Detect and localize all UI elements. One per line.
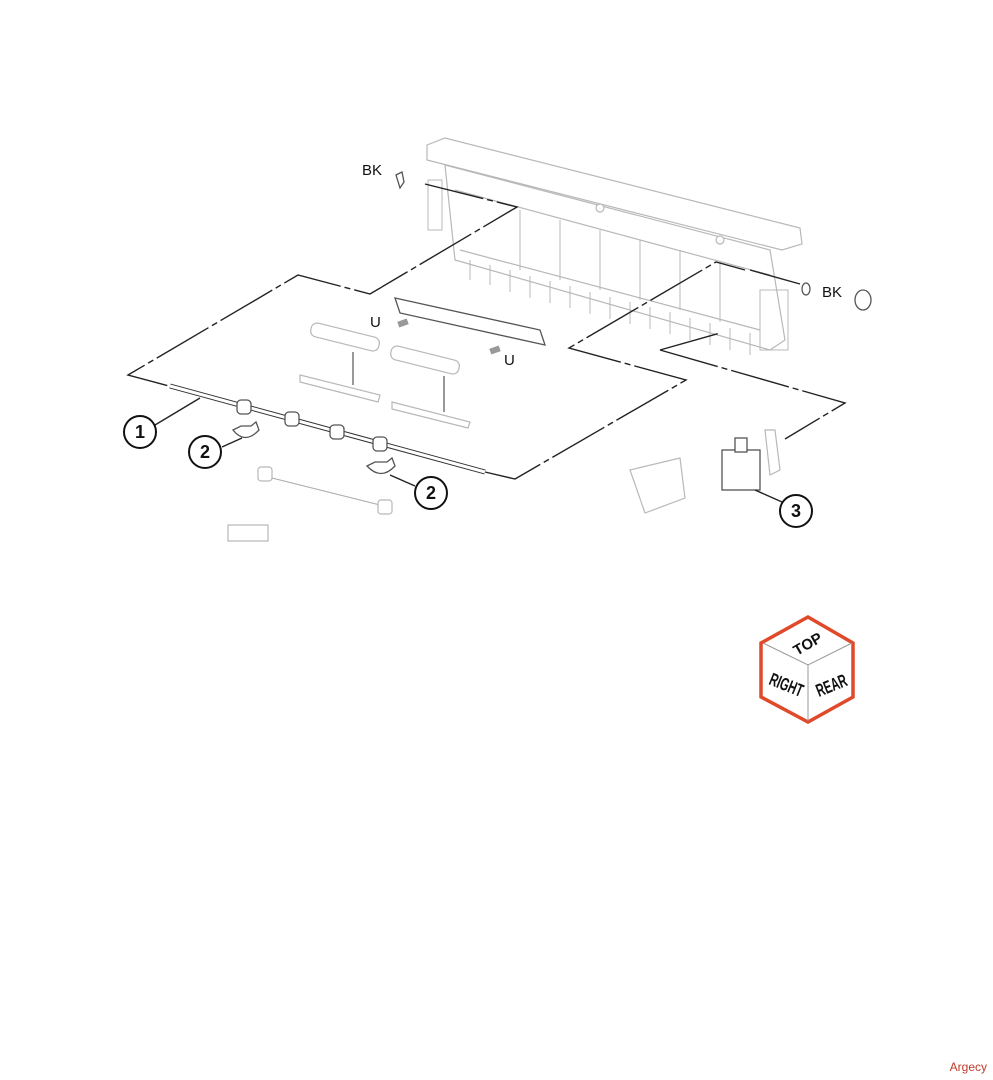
- leader-line: [659, 332, 847, 440]
- callout-1: 1: [123, 415, 157, 449]
- shaft-assembly: [169, 383, 486, 475]
- leader-line: [126, 183, 519, 387]
- gear: [854, 289, 872, 311]
- label-u-right: U: [504, 352, 515, 369]
- bushing-right: [365, 456, 396, 475]
- bk-clip-left: [395, 171, 405, 190]
- callout-leader: [154, 397, 201, 426]
- faint-roller-assemblies: [227, 322, 471, 542]
- label-u-left: U: [370, 314, 381, 331]
- callout-2: 2: [414, 476, 448, 510]
- spring-right: [489, 345, 501, 355]
- leader-line: [749, 269, 801, 285]
- callout-leader: [754, 489, 783, 503]
- callout-number: 3: [791, 501, 801, 521]
- callout-number: 2: [200, 442, 210, 462]
- bk-clip-right: [801, 282, 811, 296]
- callout-number: 2: [426, 483, 436, 503]
- orientation-cube: TOP RIGHT REAR: [759, 614, 855, 724]
- watermark: Argecy: [949, 1060, 987, 1074]
- label-bk-left: BK: [362, 162, 382, 179]
- spring-left: [397, 318, 409, 328]
- callout-leader: [389, 474, 416, 487]
- label-bk-right: BK: [822, 284, 842, 301]
- solenoid: [629, 429, 781, 514]
- callout-number: 1: [135, 422, 145, 442]
- upper-frame-assembly: [426, 137, 803, 355]
- bushing-left: [231, 420, 260, 439]
- callout-2: 2: [188, 435, 222, 469]
- guide-bracket: [394, 297, 546, 346]
- callout-3: 3: [779, 494, 813, 528]
- callout-leader: [221, 437, 243, 448]
- leader-line: [484, 261, 746, 480]
